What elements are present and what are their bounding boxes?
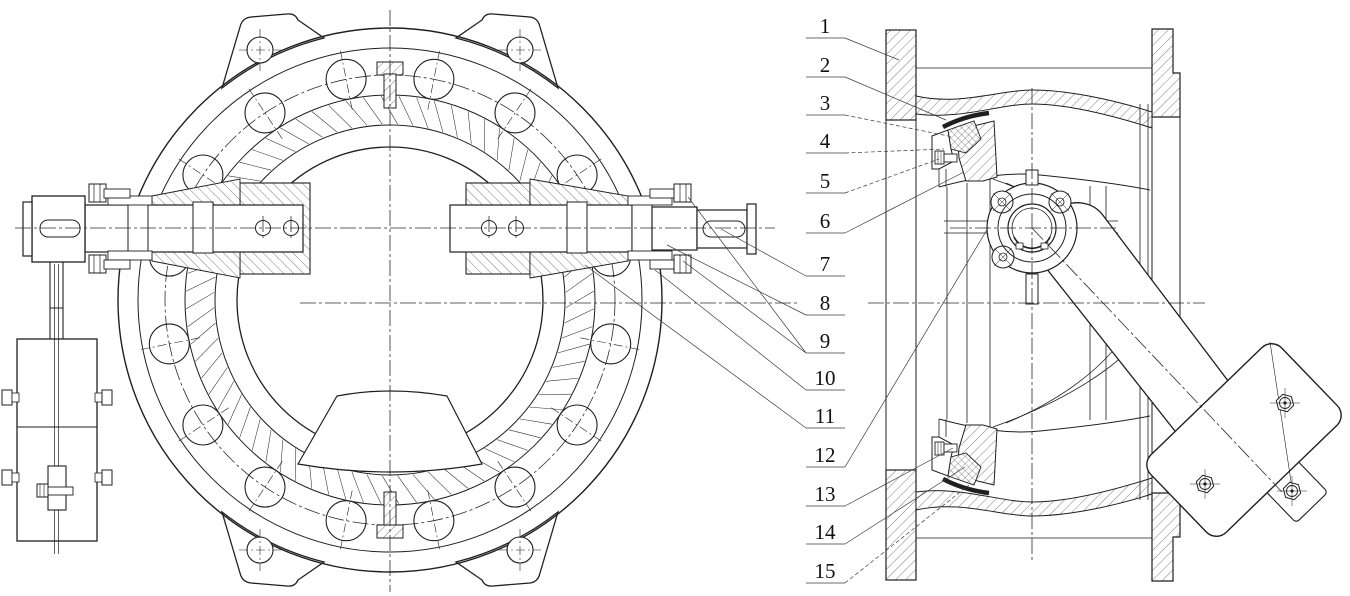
counterweight-block: [16, 338, 98, 542]
lug-holes: [239, 29, 541, 571]
leader-line-4: [844, 148, 945, 154]
callout-9: 9: [682, 196, 845, 354]
front-view-valve: [1, 10, 800, 592]
callout-label: 6: [820, 209, 831, 233]
body-wall-bottom: [915, 477, 1153, 517]
shaft-end-plate-right: [746, 203, 757, 255]
hub-bolt-lobes: [990, 190, 1072, 269]
shaft-end-plate-left: [22, 201, 33, 257]
keyway-left: [39, 219, 81, 238]
body-outline-lines: [916, 67, 1152, 539]
gland-bolt: [649, 254, 692, 274]
leader-line-13: [844, 447, 954, 507]
callout-7: 7: [720, 228, 845, 277]
callout-label: 12: [815, 443, 836, 467]
callout-label: 9: [820, 329, 831, 353]
leader-line-5: [844, 158, 940, 194]
callout-1: 1: [806, 14, 900, 61]
callout-10: 10: [654, 269, 845, 391]
callout-label: 3: [820, 91, 831, 115]
clamp-bolt-shank: [47, 486, 74, 496]
counterweight-plate: [1146, 343, 1342, 537]
callout-15: 15: [806, 484, 970, 584]
valve-shaft: [22, 195, 757, 263]
callout-8: 8: [666, 244, 845, 316]
callout-5: 5: [806, 158, 940, 194]
leader-line-1: [844, 37, 900, 61]
leader-line-12: [844, 227, 989, 468]
leader-line-6: [844, 171, 965, 234]
callout-label: 4: [820, 129, 831, 153]
gland-bolt: [88, 183, 131, 203]
leader-line-10: [654, 269, 807, 391]
leader-line-8: [666, 244, 807, 316]
callout-14: 14: [806, 466, 966, 545]
leader-line-15: [844, 484, 970, 584]
seat-screw-shank-top: [943, 153, 958, 163]
seat-screw-shank-bottom: [943, 443, 958, 453]
body-wall-top: [915, 89, 1153, 129]
seat-screw-head-top: [934, 150, 945, 165]
callout-6: 6: [806, 171, 965, 234]
leader-line-9: [682, 196, 807, 354]
part-callouts: 1 2 3 4 5 6 7 8 9 10 11 12 13 14 15: [584, 14, 989, 584]
callout-label: 1: [820, 14, 831, 38]
gland-bolt: [88, 254, 131, 274]
gland-bolt: [649, 183, 692, 203]
inlet-flange-section-bottom: [885, 469, 917, 581]
keyway-right: [702, 220, 746, 238]
leader-line-11: [584, 264, 807, 429]
callout-11: 11: [584, 264, 845, 429]
callout-3: 3: [806, 91, 954, 138]
callout-label: 11: [815, 404, 835, 428]
inlet-flange-bar: [885, 119, 917, 471]
seat-face-weld-top: [941, 110, 990, 129]
lever-axis-centerline: [1031, 227, 1283, 493]
counterweight-bolts: [1, 389, 113, 486]
leader-line-3: [844, 114, 954, 138]
packing-glands: [88, 183, 692, 274]
seal-ring-top: [947, 120, 982, 154]
seat-screw-head-bottom: [934, 441, 945, 456]
leader-line-14: [844, 466, 966, 545]
callout-4: 4: [806, 129, 945, 154]
callout-label: 13: [815, 482, 836, 506]
callout-label: 5: [820, 169, 831, 193]
inlet-flange-section-top: [885, 29, 917, 121]
callout-label: 2: [820, 53, 831, 77]
section-view-valve: [868, 28, 1342, 582]
leader-line-2: [844, 76, 947, 121]
seal-ring-bottom: [947, 452, 982, 486]
counterweight-assembly: [1, 262, 113, 554]
callout-2: 2: [806, 53, 947, 121]
callout-label: 7: [820, 252, 831, 276]
clamp-bolt-head: [36, 483, 49, 498]
leader-line-7: [720, 228, 807, 277]
plate-fold-line: [1269, 341, 1293, 489]
callout-12: 12: [806, 227, 989, 468]
callout-label: 10: [815, 366, 836, 390]
callout-13: 13: [806, 447, 954, 507]
callout-label: 15: [815, 559, 836, 583]
callout-label: 14: [815, 520, 837, 544]
callout-label: 8: [820, 291, 831, 315]
counterweight-plate-bolts: [1190, 388, 1307, 506]
